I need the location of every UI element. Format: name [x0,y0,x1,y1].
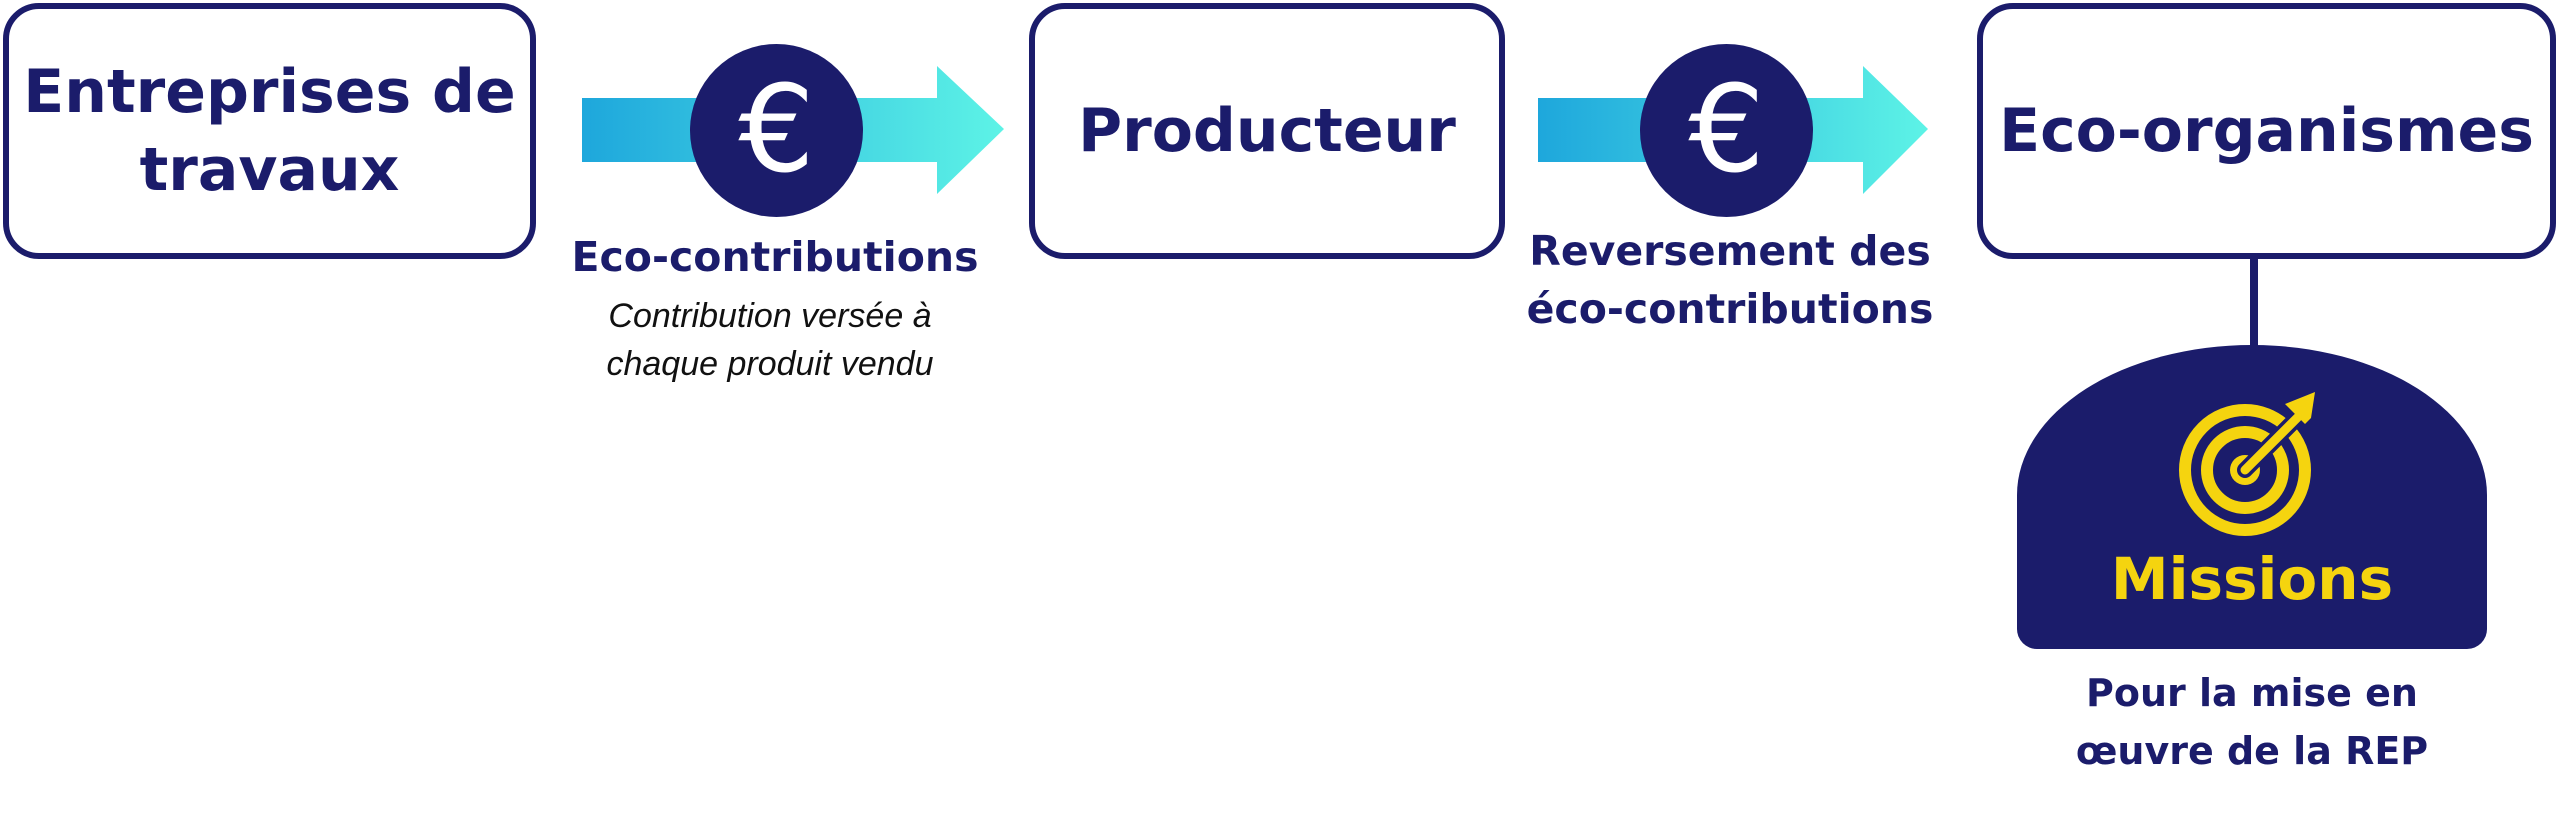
node-entreprises-line1: Entreprises de [23,57,516,127]
euro-icon: € [690,44,863,217]
connector-line [2250,259,2258,351]
flow-title-line2: éco-contributions [1526,285,1934,334]
euro-symbol: € [1688,60,1765,200]
node-eco-organismes-label: Eco-organismes [1999,96,2534,166]
node-entreprises-label: Entreprises de travaux [23,53,515,209]
node-entreprises-de-travaux: Entreprises de travaux [3,3,536,259]
flow-description-eco-contributions: Contribution versée à chaque produit ven… [560,292,980,389]
missions-description-line1: Pour la mise en [2086,671,2418,715]
missions-description-line2: œuvre de la REP [2075,728,2429,773]
missions-title: Missions [2110,545,2394,613]
missions-panel [2017,345,2487,649]
flow-title-eco-contributions: Eco-contributions [571,233,979,281]
euro-icon: € [1640,44,1813,217]
flow-description-line2: chaque produit vendu [606,345,934,384]
target-icon [2179,392,2315,536]
flow-title-line1: Reversement des [1529,227,1931,275]
missions-description: Pour la mise en œuvre de la REP [2017,665,2487,781]
flow-reversement: € [1538,40,1928,220]
node-producteur: Producteur [1029,3,1505,259]
euro-symbol: € [738,60,815,200]
node-eco-organismes: Eco-organismes [1977,3,2556,259]
flow-description-line1: Contribution versée à [608,297,932,335]
flow-eco-contributions: € [582,40,1004,220]
node-producteur-label: Producteur [1078,96,1456,166]
node-entreprises-line2: travaux [139,135,400,205]
flow-title-reversement: Reversement des éco-contributions [1500,222,1960,338]
